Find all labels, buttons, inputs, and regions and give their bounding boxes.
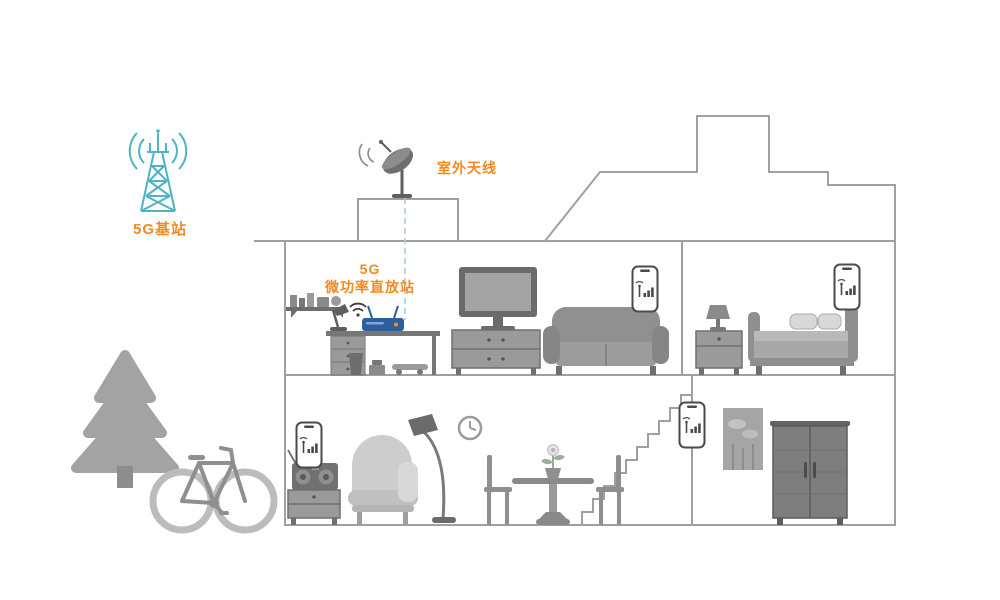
floor-clutter: [369, 360, 428, 375]
base-station-label: 5G基站: [133, 221, 188, 238]
phone-signal-icon-stairs: [678, 401, 706, 449]
satellite-dish-icon: [358, 140, 414, 198]
table-lamp: [706, 305, 730, 331]
radio-icon: [287, 449, 338, 490]
dining-table: [512, 478, 594, 525]
floor-lamp: [408, 414, 456, 523]
nightstand: [695, 330, 743, 375]
armchair: [348, 435, 418, 525]
bicycle: [149, 446, 278, 534]
table-plant: [541, 444, 565, 479]
phone-signal-icon-downstairs: [295, 421, 323, 469]
stairs: [581, 375, 693, 525]
dining-chair-right: [596, 455, 624, 525]
window: [723, 408, 763, 470]
repeater-label-line1: 5G: [359, 261, 381, 277]
desk: [326, 331, 440, 376]
wifi-signal-icon: [349, 302, 367, 317]
wall-shelf: [286, 293, 344, 318]
dining-chair-left: [484, 455, 512, 525]
tv-stand: [451, 329, 541, 375]
repeater-label-line2: 微功率直放站: [325, 279, 415, 296]
bed: [748, 306, 858, 375]
phone-signal-icon-living-room: [631, 265, 659, 313]
base-station-tower-icon: [128, 129, 188, 212]
radio-cabinet: [287, 489, 341, 525]
pine-tree-trunk: [117, 466, 133, 488]
router-icon: [362, 305, 404, 331]
tv: [459, 267, 537, 330]
sofa: [543, 307, 669, 375]
desk-lamp: [330, 304, 349, 331]
repeater-label: 5G 微功率直放站: [306, 260, 434, 296]
outdoor-antenna-label: 室外天线: [437, 160, 497, 176]
wardrobe: [770, 421, 850, 525]
house-outline: [254, 115, 896, 526]
pine-tree: [71, 350, 179, 473]
trash-bin: [349, 353, 363, 375]
phone-signal-icon-bedroom: [833, 263, 861, 311]
wall-clock: [457, 415, 483, 441]
